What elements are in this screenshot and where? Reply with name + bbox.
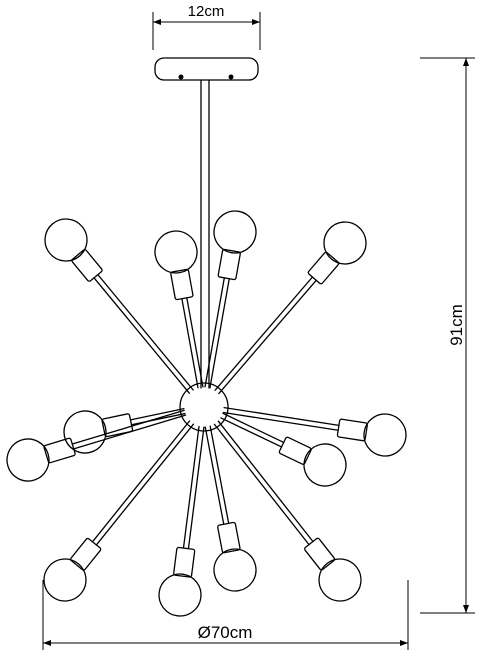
bulb-socket — [70, 537, 102, 571]
spoke-arm-1 — [44, 218, 194, 394]
bulb-socket — [43, 437, 76, 464]
bulb-socket — [336, 418, 368, 442]
height-label: 91cm — [447, 304, 466, 346]
ceiling-canopy — [154, 57, 259, 81]
height-dimension: 91cm — [420, 57, 475, 614]
bulb-icon — [43, 558, 87, 602]
bulb-icon — [363, 413, 407, 457]
diameter-label: Ø70cm — [198, 623, 253, 642]
canopy-width-label: 12cm — [188, 3, 225, 20]
spoke-arm-12 — [213, 420, 362, 602]
bulb-icon — [44, 218, 88, 262]
bulb-icon — [318, 558, 362, 602]
canopy-width-dimension: 12cm — [152, 3, 261, 50]
bulb-socket — [71, 249, 103, 282]
bulb-socket — [173, 546, 196, 578]
spoke-arm-2 — [154, 230, 204, 389]
diameter-dimension: Ø70cm — [42, 580, 409, 650]
bulb-socket — [217, 248, 241, 281]
bulb-icon — [213, 548, 257, 592]
down-rod — [200, 79, 210, 389]
bulb-icon — [213, 210, 257, 254]
bulb-icon — [6, 438, 50, 482]
bulb-socket — [217, 521, 241, 554]
spoke-arm-11 — [204, 425, 257, 592]
spoke-arm-10 — [158, 425, 205, 617]
bulb-socket — [304, 537, 336, 571]
spoke-arm-4 — [214, 221, 367, 395]
spoke-arm-7 — [220, 412, 347, 487]
spoke-arm-9 — [43, 420, 195, 602]
bulb-socket — [170, 268, 194, 301]
spoke-arm-5 — [6, 409, 187, 482]
spoke-arm-8 — [222, 406, 407, 457]
bulb-icon — [323, 221, 367, 265]
bulb-socket — [101, 413, 134, 438]
bulb-icon — [154, 230, 198, 274]
spoke-arm-6 — [63, 408, 186, 454]
spoke-arm-3 — [204, 210, 257, 389]
bulb-icon — [63, 410, 107, 454]
spoke-arms — [6, 210, 407, 617]
central-hub — [179, 382, 229, 432]
bulb-icon — [303, 443, 347, 487]
bulb-icon — [158, 573, 202, 617]
bulb-socket — [307, 251, 340, 285]
bulb-socket — [278, 436, 312, 465]
